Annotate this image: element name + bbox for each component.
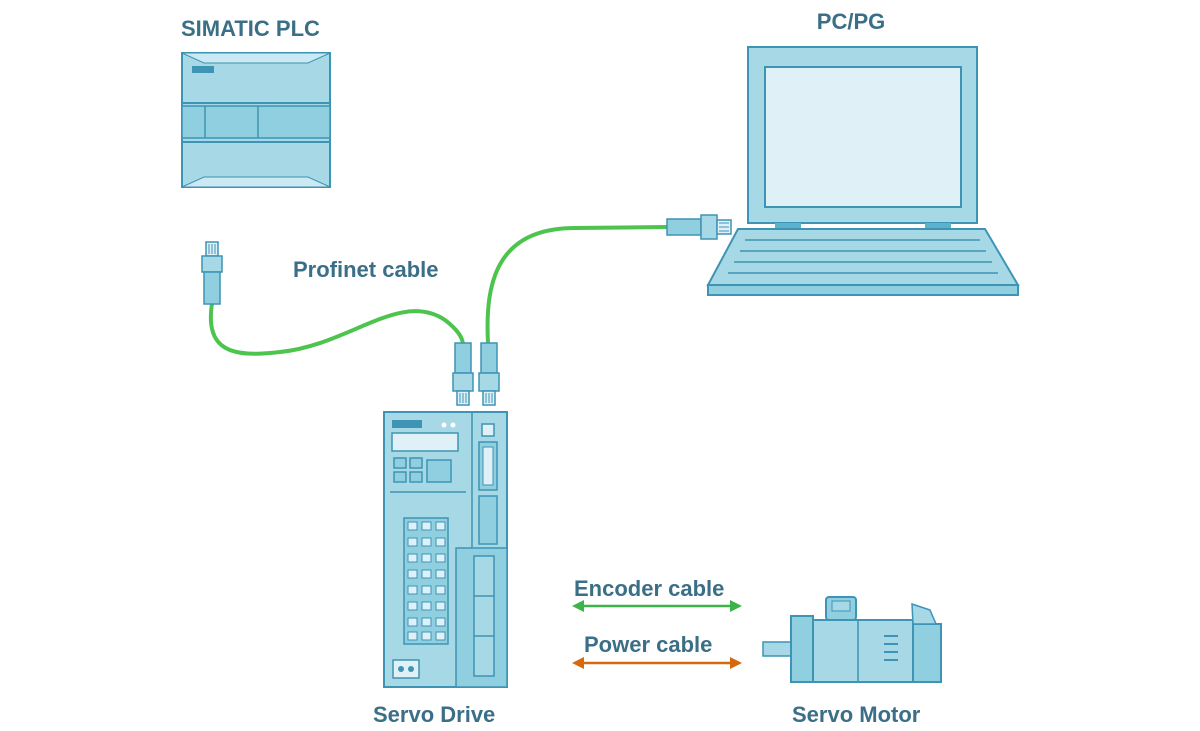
power-cable-arrow (572, 657, 742, 669)
servo-motor (762, 596, 942, 683)
profinet-cable-plc (208, 302, 465, 356)
rj45-connector-pc (666, 214, 732, 240)
servo-drive (383, 411, 508, 688)
rj45-connector-drive-2 (478, 342, 500, 406)
laptop (706, 46, 1020, 296)
profinet-cable-label: Profinet cable (293, 257, 439, 282)
encoder-cable-label: Encoder cable (574, 576, 725, 601)
servo-motor-label: Servo Motor (792, 702, 921, 727)
encoder-cable-arrow (572, 600, 742, 612)
rj45-connector-plc (201, 241, 223, 305)
servo-drive-label: Servo Drive (373, 702, 496, 727)
power-cable-label: Power cable (584, 632, 713, 657)
plc-label: SIMATIC PLC (181, 16, 320, 41)
plc-device (181, 52, 331, 188)
rj45-connector-drive-1 (452, 342, 474, 406)
terminal-block (403, 517, 449, 645)
profinet-cable-pc (485, 225, 668, 344)
pc-label: PC/PG (816, 9, 886, 34)
